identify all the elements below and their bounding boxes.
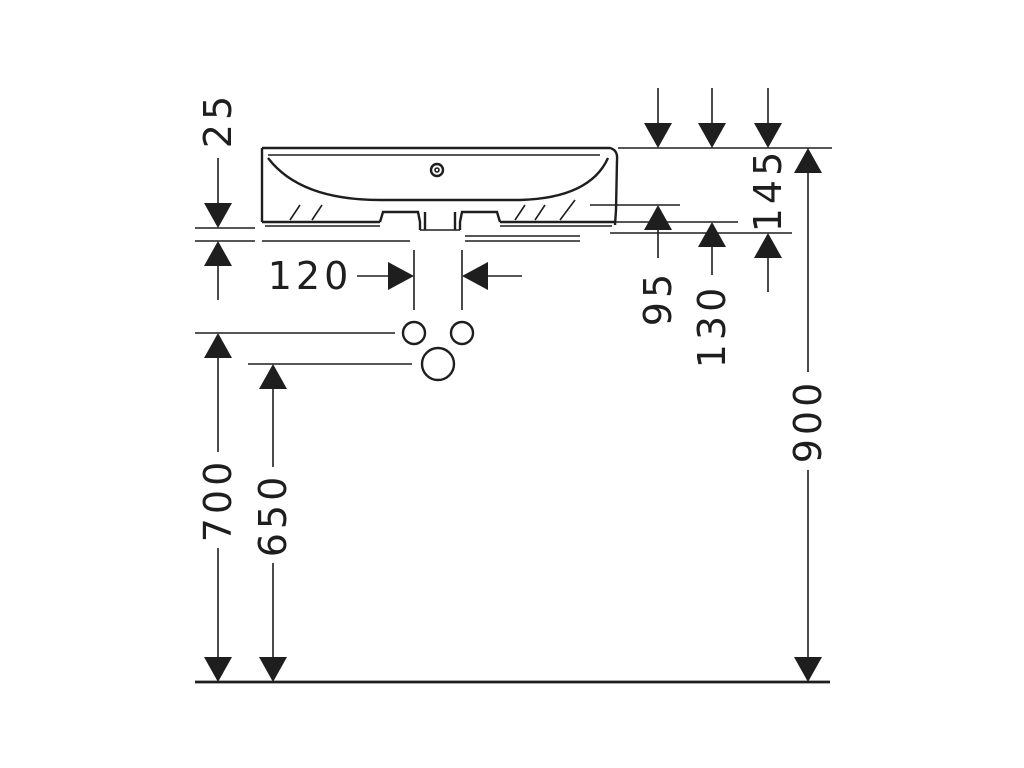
washbasin-outline <box>260 146 619 231</box>
arrow-left <box>462 262 488 290</box>
arrow-down <box>698 123 726 148</box>
arrow-down <box>204 657 232 682</box>
dimension-145: 145 <box>746 148 790 292</box>
dimension-25-label: 25 <box>196 92 240 148</box>
arrow-down <box>754 123 782 148</box>
arrow-up <box>259 364 287 389</box>
dimension-top-arrows <box>644 88 782 148</box>
dimension-130-label: 130 <box>690 284 734 369</box>
dimension-700: 700 <box>196 333 240 682</box>
drain-circle <box>420 346 456 382</box>
dimension-145-label: 145 <box>746 148 790 233</box>
arrow-down <box>794 657 822 682</box>
dimension-900: 900 <box>786 148 830 682</box>
dimension-650: 650 <box>251 364 295 682</box>
cold-supply-circle <box>401 320 427 346</box>
dimension-900-label: 900 <box>786 379 830 464</box>
extension-lines <box>195 147 832 365</box>
arrow-down <box>644 123 672 148</box>
dimension-700-label: 700 <box>196 458 240 543</box>
arrow-down <box>204 203 232 228</box>
dimension-650-label: 650 <box>251 473 295 558</box>
arrow-up <box>204 241 232 266</box>
arrow-up <box>204 333 232 358</box>
arrow-down <box>259 657 287 682</box>
dimension-130: 130 <box>690 222 734 368</box>
arrow-up <box>644 205 672 230</box>
arrow-right <box>388 262 414 290</box>
dimension-95-label: 95 <box>636 270 680 326</box>
arrow-up <box>698 222 726 247</box>
dimension-95: 95 <box>636 205 680 326</box>
arrow-up <box>794 148 822 173</box>
arrow-up <box>754 233 782 258</box>
hot-supply-circle <box>449 320 475 346</box>
dimension-120-label: 120 <box>268 254 353 298</box>
dimension-25: 25 <box>196 92 240 300</box>
supply-connections <box>401 320 475 382</box>
dimension-120: 120 <box>268 254 522 298</box>
